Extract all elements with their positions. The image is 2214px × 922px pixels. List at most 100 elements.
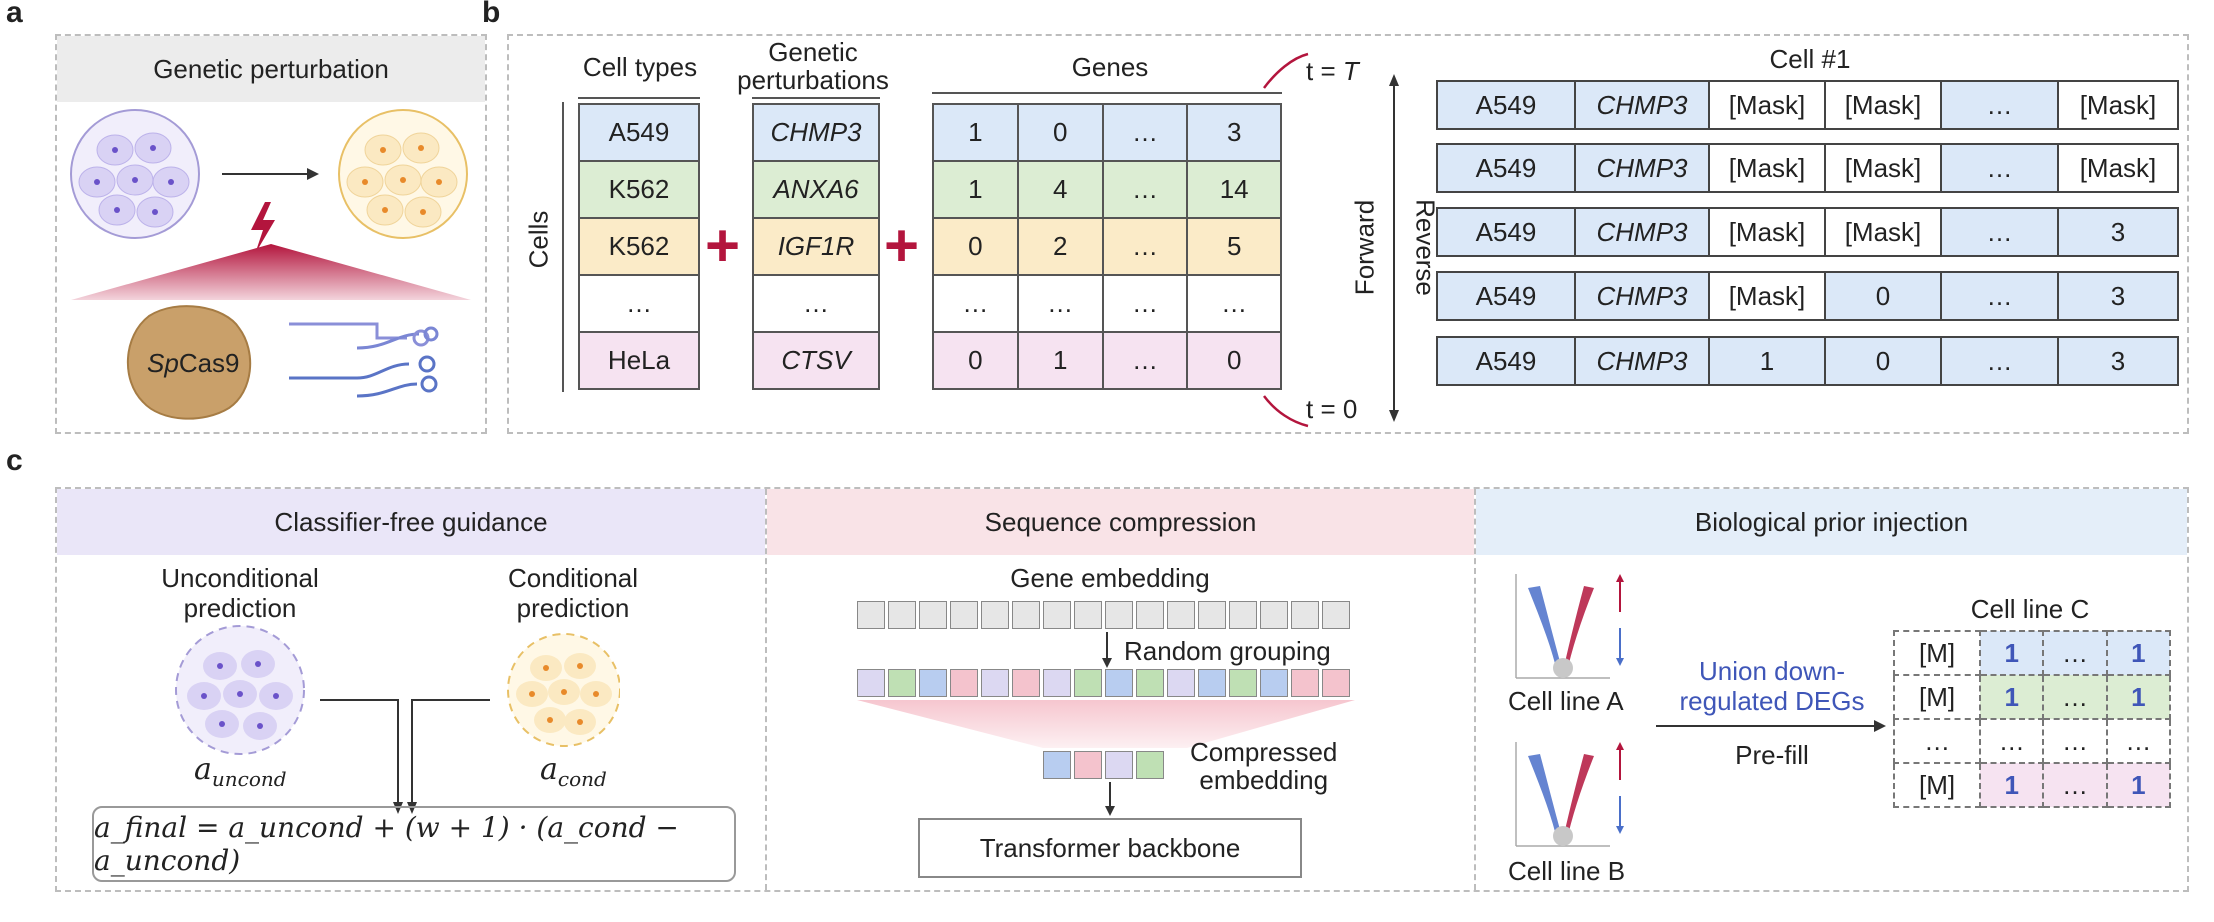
embedding-token	[1167, 601, 1195, 629]
table-cell: HeLa	[578, 331, 700, 390]
cond-prediction-label: Conditional prediction	[458, 563, 688, 623]
gene-cell: 3	[1186, 103, 1282, 162]
gene-cell: 1	[1016, 331, 1104, 390]
uncond-cells-icon	[175, 625, 305, 755]
compressed-line1: Compressed	[1190, 737, 1338, 767]
mask-token: [Mask]	[2059, 82, 2177, 128]
uncond-prediction-label: Unconditional prediction	[120, 563, 360, 623]
embedding-token	[1105, 751, 1133, 779]
gene-cell: 0	[932, 331, 1019, 390]
embedding-token	[1012, 669, 1040, 697]
sequence-token: A549	[1438, 145, 1576, 191]
volcano-plot-b-icon	[1515, 742, 1624, 847]
cell-line-c-cell: …	[2042, 630, 2108, 676]
embedding-token	[1074, 751, 1102, 779]
embedding-token	[919, 601, 947, 629]
gene-cell: …	[1101, 103, 1189, 162]
t-top-var: T	[1342, 56, 1359, 86]
embedding-token	[1322, 669, 1350, 697]
t-equals-0: t = 0	[1306, 394, 1358, 424]
cond-cells-icon	[507, 633, 620, 747]
gene-cell: 4	[1016, 160, 1104, 219]
embedding-token	[1105, 669, 1133, 697]
sequence-token: 0	[1826, 338, 1942, 384]
compression-funnel	[857, 700, 1355, 748]
table-cell: ANXA6	[752, 160, 880, 219]
gene-cell: …	[1101, 160, 1189, 219]
volcano-plots	[1515, 574, 1624, 847]
embedding-token	[1043, 751, 1071, 779]
embedding-token	[1229, 601, 1257, 629]
forward-reverse-arrow	[1389, 74, 1399, 422]
gene-cell: …	[1101, 274, 1189, 333]
embedding-token	[1167, 669, 1195, 697]
embedding-token	[1012, 601, 1040, 629]
sequence-token: …	[1942, 82, 2059, 128]
embedding-token	[1136, 669, 1164, 697]
embedding-token	[981, 601, 1009, 629]
embedding-token	[1322, 601, 1350, 629]
volcano-plot-a-icon	[1515, 574, 1624, 679]
cell-line-b-label: Cell line B	[1508, 856, 1626, 886]
sequence-token: 3	[2059, 273, 2177, 319]
prefill-arrow	[1656, 720, 1886, 732]
embedding-token	[1074, 669, 1102, 697]
mask-token: [Mask]	[1826, 209, 1942, 255]
header-cells: Cells	[523, 210, 554, 269]
embedding-token	[1043, 601, 1071, 629]
panel-label-c: c	[6, 444, 23, 477]
guide-rna-icon	[289, 322, 439, 398]
mask-token: [Mask]	[1710, 273, 1826, 319]
compressed-embedding-tokens	[1043, 751, 1167, 779]
sequence-token: CHMP3	[1576, 145, 1710, 191]
a-uncond-sub: uncond	[211, 767, 287, 791]
a-uncond-label: auncond	[194, 752, 287, 791]
cell-line-c-cell: [M]	[1892, 630, 1982, 676]
sequence-token: …	[1942, 338, 2059, 384]
table-cell: …	[578, 274, 700, 333]
gene-cell: 5	[1186, 217, 1282, 276]
backbone-arrow	[1105, 782, 1115, 816]
compressed-line2: embedding	[1199, 765, 1329, 795]
embedding-token	[888, 669, 916, 697]
embedding-token	[1074, 601, 1102, 629]
embedding-token	[950, 601, 978, 629]
cell-line-c-cell: …	[1979, 718, 2045, 764]
sequence-token: CHMP3	[1576, 209, 1710, 255]
panel-a-box: Genetic perturbation	[55, 34, 487, 434]
a-cond-var: a	[540, 752, 558, 787]
gene-cell: 1	[932, 160, 1019, 219]
cell-line-c-table: [M]1…1[M]1…1…………[M]1…1	[1892, 630, 2172, 808]
cas9-prefix: Sp	[147, 348, 179, 378]
sequence-token: …	[1942, 273, 2059, 319]
gene-cell: 0	[1186, 331, 1282, 390]
sequence-token: A549	[1438, 82, 1576, 128]
embedding-token	[1291, 601, 1319, 629]
a-cond-label: acond	[540, 752, 607, 791]
embedding-token	[1198, 601, 1226, 629]
panel-a-title: Genetic perturbation	[57, 36, 485, 102]
sequence-token: 3	[2059, 209, 2177, 255]
cell-line-c-cell: 1	[2105, 674, 2172, 720]
cell-line-c-cell: 1	[1979, 762, 2045, 808]
embedding-token	[919, 669, 947, 697]
t-equals-T: t = T	[1306, 56, 1359, 87]
sequence-token: CHMP3	[1576, 338, 1710, 384]
cond-line1: Conditional	[507, 563, 639, 593]
perturbed-cells-icon	[338, 109, 468, 239]
sequence-token: 0	[1826, 273, 1942, 319]
transformer-backbone-box: Transformer backbone	[918, 818, 1302, 878]
t-top-text: t =	[1306, 56, 1343, 86]
cfg-formula-box: a_final = a_uncond + (w + 1) · (a_cond −…	[92, 806, 736, 882]
cas9-suffix: Cas9	[178, 348, 240, 378]
union-line1: Union down-	[1699, 656, 1845, 686]
embedding-token	[857, 601, 885, 629]
cell-line-c-cell: 1	[1979, 674, 2045, 720]
gene-cell: 0	[932, 217, 1019, 276]
a-cond-sub: cond	[557, 767, 607, 791]
